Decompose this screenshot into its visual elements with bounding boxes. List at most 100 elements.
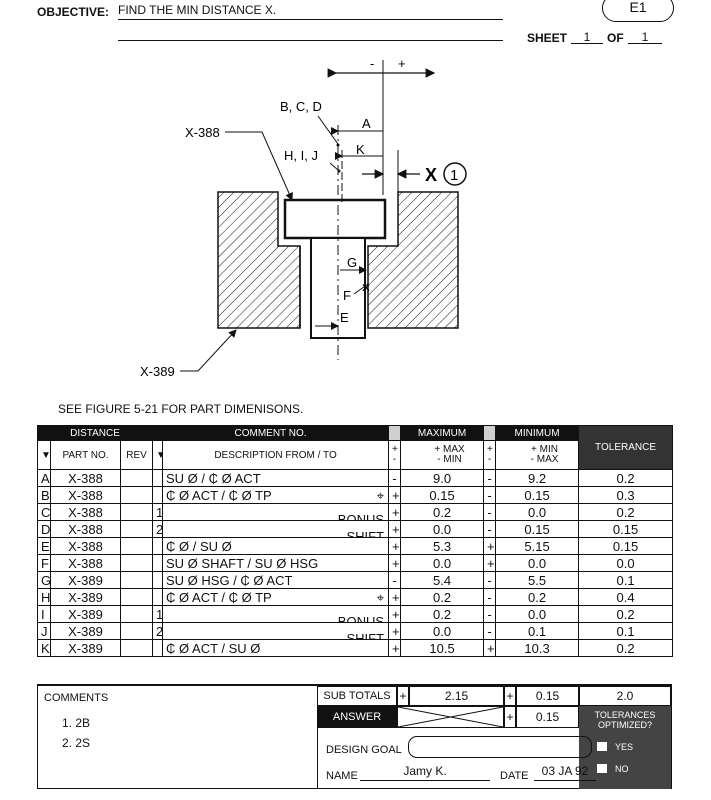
row-comment-no: 1: [152, 503, 164, 521]
of-label: OF: [607, 31, 624, 45]
subtotal-min-sign: +: [504, 686, 516, 706]
head-description: DESCRIPTION FROM / TO: [162, 440, 390, 470]
row-id: J: [37, 622, 51, 640]
row-max-sign: +: [388, 520, 402, 538]
row-comment-no: [152, 554, 164, 572]
answer-value[interactable]: 0.15: [516, 706, 579, 728]
head-max-plus: + MAX: [434, 444, 465, 455]
row-part-no: X-389: [50, 605, 121, 623]
row-max-sign: +: [388, 588, 402, 606]
row-minimum: 0.15: [495, 486, 580, 504]
row-comment-no: [152, 537, 164, 555]
subtotal-max: 2.15: [409, 686, 504, 706]
row-rev: [119, 605, 154, 623]
row-id: C: [37, 503, 51, 521]
row-max-sign: +: [388, 554, 402, 572]
row-description-text: ₵ Ø ACT / ₵ Ø TP: [166, 589, 272, 605]
head-comment-no: COMMENT NO.: [152, 425, 390, 441]
row-min-sign: -: [483, 571, 497, 589]
table-row: DX-3882SHIFT+0.0-0.150.15: [37, 520, 674, 538]
head-minimum: MINIMUM: [495, 425, 580, 441]
row-max-sign: -: [388, 469, 402, 487]
row-description: ₵ Ø ACT / SU Ø: [162, 639, 390, 657]
table-head-row-2: ▼ PART NO. REV ▼ DESCRIPTION FROM / TO +…: [37, 440, 673, 470]
date-field[interactable]: 03 JA 92: [534, 764, 596, 781]
objective-text: FIND THE MIN DISTANCE X.: [118, 3, 277, 17]
row-min-sign: -: [483, 605, 497, 623]
answer-crossed-box: [397, 706, 504, 728]
row-tolerance: 0.2: [578, 469, 674, 487]
row-minimum: 5.15: [495, 537, 580, 555]
row-tolerance: 0.1: [578, 571, 674, 589]
row-description: ₵ Ø ACT / ₵ Ø TP⌖: [162, 486, 390, 504]
dim-g-label: G: [347, 255, 357, 270]
design-goal-input[interactable]: [408, 736, 592, 758]
label-x389: X-389: [140, 364, 175, 379]
row-minimum: 0.1: [495, 622, 580, 640]
row-rev: [119, 469, 154, 487]
no-checkbox[interactable]: [597, 764, 607, 773]
row-tolerance: 0.2: [578, 639, 674, 657]
row-description: BONUS: [162, 503, 390, 521]
objective-line-2: [118, 26, 503, 41]
label-bcd: B, C, D: [280, 99, 322, 114]
label-x388: X-388: [185, 125, 220, 140]
row-maximum: 0.0: [400, 520, 485, 538]
yes-checkbox[interactable]: [597, 742, 607, 751]
row-part-no: X-388: [50, 537, 121, 555]
row-part-no: X-388: [50, 520, 121, 538]
head-min-plus: + MIN: [531, 444, 558, 455]
head-part-no: PART NO.: [50, 440, 121, 470]
row-part-no: X-389: [50, 622, 121, 640]
row-rev: [119, 554, 154, 572]
row-maximum: 5.3: [400, 537, 485, 555]
row-id: K: [37, 639, 51, 657]
head-tolerance: TOLERANCE: [578, 425, 674, 470]
row-min-sign: +: [483, 639, 497, 657]
row-comment-no: [152, 486, 164, 504]
row-tolerance: 0.2: [578, 503, 674, 521]
row-description: ₵ Ø / SU Ø: [162, 537, 390, 555]
sheet-number: 1: [571, 30, 603, 44]
row-description-right: SHIFT: [346, 529, 385, 538]
row-min-sign: -: [483, 520, 497, 538]
row-description-right: SHIFT: [346, 631, 385, 640]
row-part-no: X-388: [50, 469, 121, 487]
row-description: SU Ø / ₵ Ø ACT: [162, 469, 390, 487]
dim-x-circle: [443, 162, 467, 186]
name-field[interactable]: Jamy K.: [360, 764, 490, 781]
label-hij: H, I, J: [284, 148, 318, 163]
row-min-sign: -: [483, 486, 497, 504]
row-description: SHIFT: [162, 520, 390, 538]
row-min-sign: -: [483, 503, 497, 521]
row-min-sign: -: [483, 469, 497, 487]
row-description-text: ₵ Ø ACT / SU Ø: [166, 640, 261, 656]
row-minimum: 0.0: [495, 605, 580, 623]
row-max-sign: +: [388, 605, 402, 623]
objective-label: OBJECTIVE:: [37, 5, 110, 19]
head-plus: +: [392, 444, 398, 455]
objective-field: FIND THE MIN DISTANCE X.: [118, 3, 503, 20]
design-goal-label: DESIGN GOAL: [326, 744, 402, 756]
row-tolerance: 0.3: [578, 486, 674, 504]
row-description-text: SU Ø HSG / ₵ Ø ACT: [166, 572, 293, 588]
head-rev: REV: [119, 440, 154, 470]
row-min-sign: +: [483, 537, 497, 555]
see-figure-note: SEE FIGURE 5-21 FOR PART DIMENISONS.: [58, 402, 304, 416]
name-label: NAME: [326, 770, 358, 782]
row-description-right: BONUS: [337, 614, 385, 623]
row-maximum: 0.15: [400, 486, 485, 504]
dim-x-number: 1: [450, 167, 458, 184]
row-description-text: ₵ Ø / SU Ø: [166, 538, 232, 554]
row-part-no: X-388: [50, 554, 121, 572]
row-comment-no: 2: [152, 622, 164, 640]
comment-1: 1. 2B: [62, 716, 91, 730]
row-tolerance: 0.1: [578, 622, 674, 640]
row-rev: [119, 622, 154, 640]
row-rev: [119, 571, 154, 589]
row-tolerance: 0.4: [578, 588, 674, 606]
row-comment-no: [152, 588, 164, 606]
row-description: ₵ Ø ACT / ₵ Ø TP⌖: [162, 588, 390, 606]
